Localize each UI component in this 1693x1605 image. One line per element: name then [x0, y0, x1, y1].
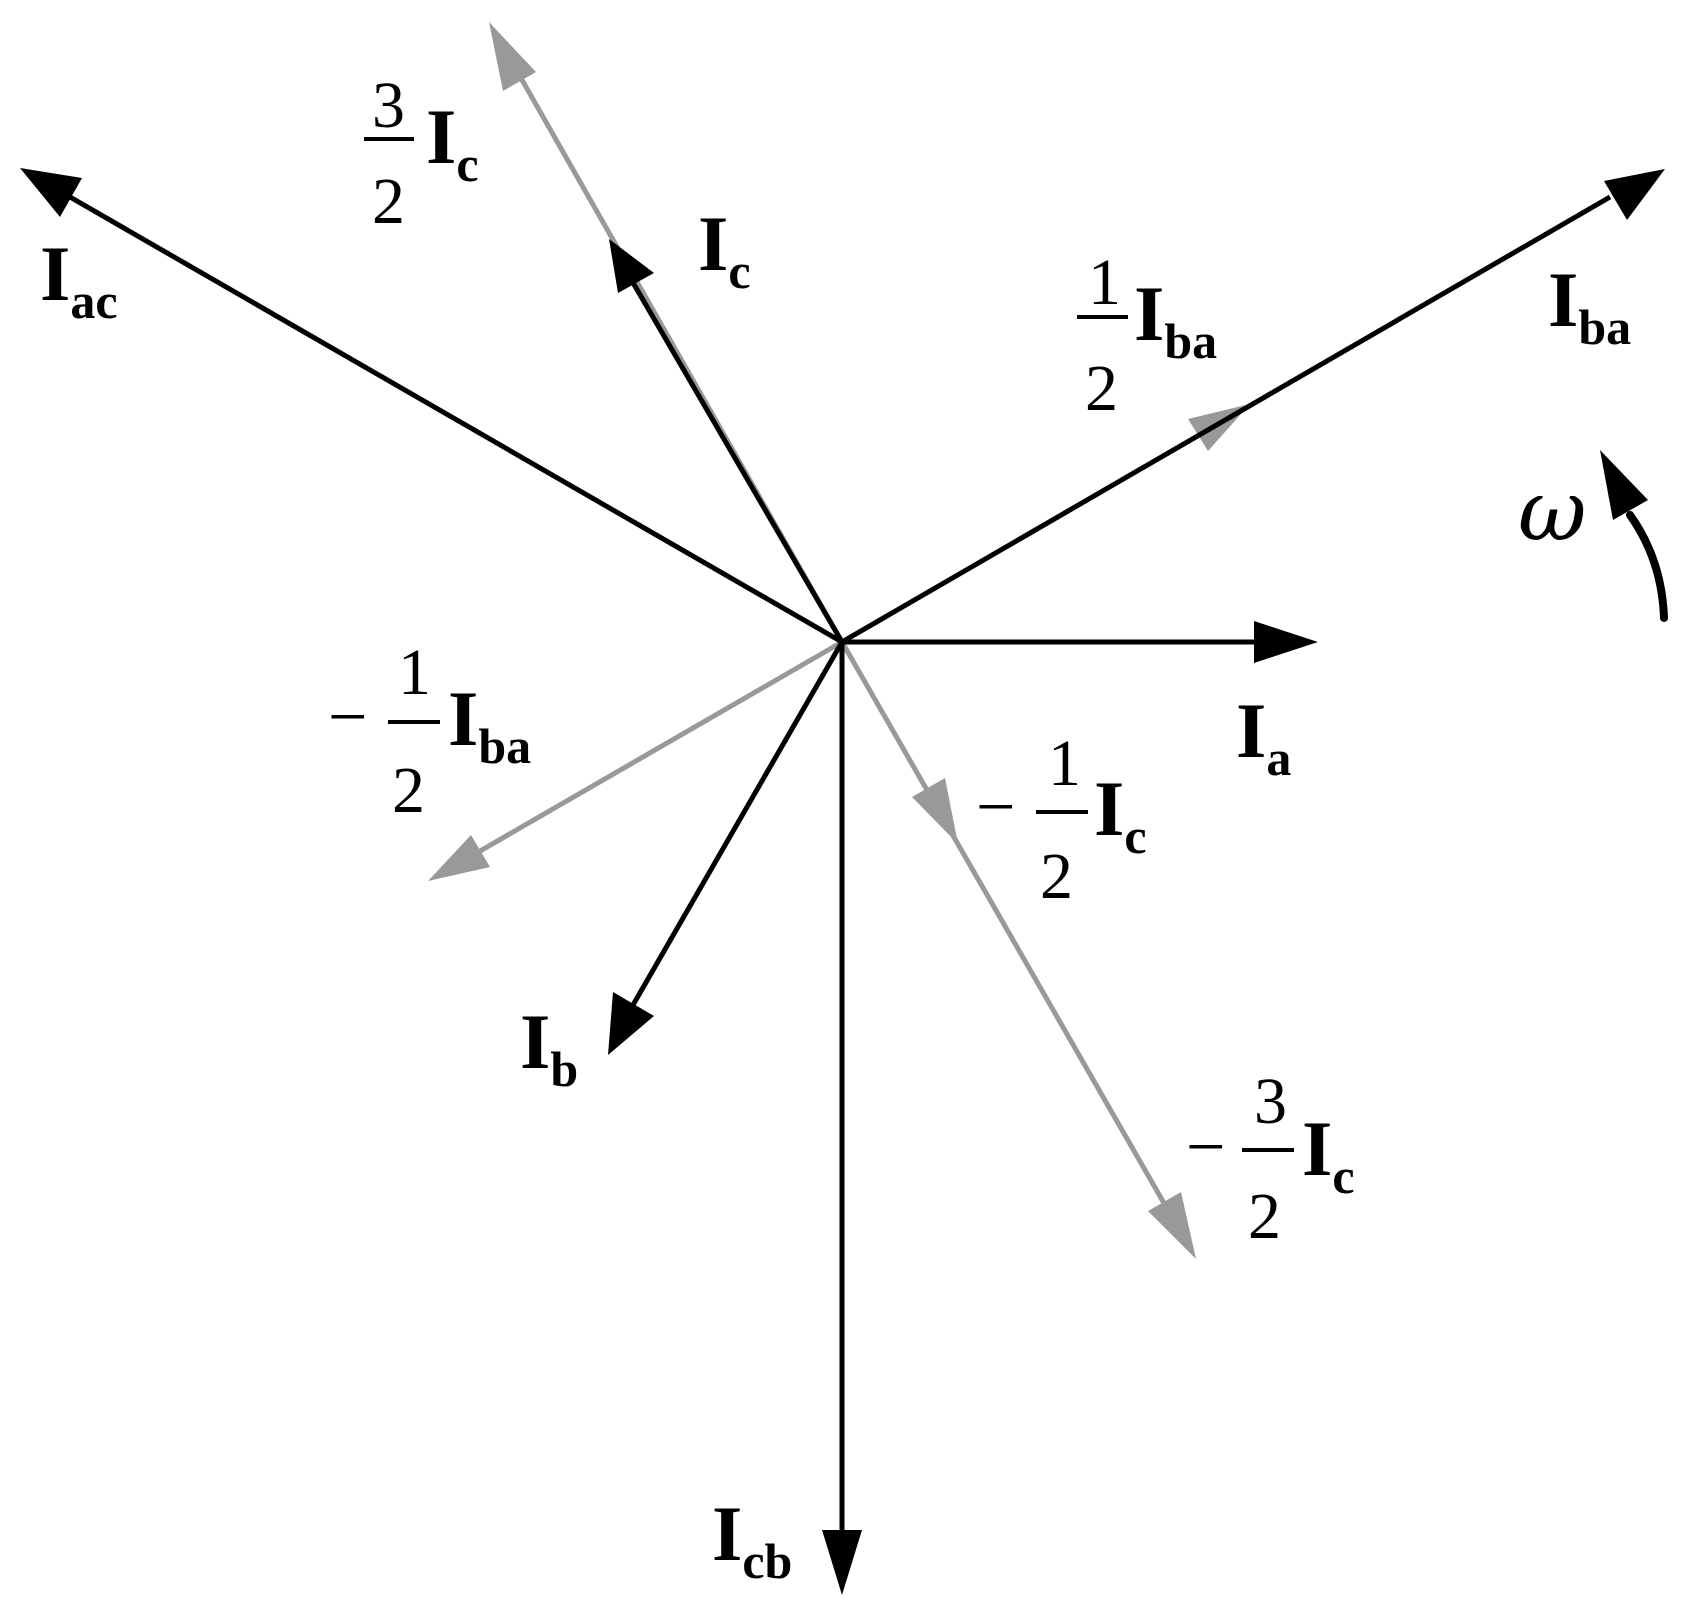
- half-iba-label: 1 2 Iba: [1077, 246, 1217, 425]
- svg-text:1: 1: [1088, 246, 1121, 319]
- neg-half-ic-label: − 1 2 Ic: [976, 727, 1147, 913]
- svg-text:Iba: Iba: [1134, 270, 1217, 369]
- iba-label: Iba: [1548, 256, 1631, 355]
- svg-text:Ic: Ic: [426, 93, 479, 192]
- neg-half-iba-arrowhead: [428, 835, 490, 881]
- svg-text:1: 1: [1048, 727, 1081, 800]
- neg-three-halves-ic-line: [839, 640, 1191, 1247]
- rotation-indicator: ω: [1518, 450, 1668, 622]
- svg-text:−: −: [1186, 1109, 1225, 1186]
- rotation-arc: [1626, 511, 1668, 622]
- component-labels: 3 2 Ic 1 2 Iba − 1 2 Iba: [328, 69, 1355, 1253]
- iac-line: [68, 194, 844, 645]
- svg-text:3: 3: [372, 69, 405, 142]
- neg-three-halves-ic-arrowhead: [1148, 1192, 1196, 1259]
- main-labels: Ia Ib Ic Iba Icb Iac: [40, 200, 1631, 1589]
- icb-arrowhead: [822, 1530, 862, 1595]
- neg-three-halves-ic-label: − 3 2 Ic: [1186, 1065, 1355, 1253]
- ic-arrowhead: [609, 239, 654, 293]
- svg-text:2: 2: [392, 754, 425, 827]
- iac-arrowhead: [20, 168, 82, 217]
- ia-label: Ia: [1236, 687, 1291, 786]
- svg-text:−: −: [328, 679, 367, 756]
- ic-label: Ic: [698, 200, 751, 299]
- iac-label: Iac: [40, 230, 118, 329]
- svg-text:2: 2: [1040, 840, 1073, 913]
- svg-text:1: 1: [398, 636, 431, 709]
- ib-line: [630, 640, 845, 1007]
- iba-line: [840, 194, 1612, 645]
- svg-text:2: 2: [1248, 1180, 1281, 1253]
- neg-half-ic-arrowhead: [912, 778, 958, 844]
- component-phasors: [428, 22, 1250, 1259]
- svg-text:Ic: Ic: [1302, 1105, 1355, 1204]
- svg-text:3: 3: [1254, 1065, 1287, 1138]
- three-halves-ic-arrowhead: [489, 22, 536, 91]
- svg-text:Iba: Iba: [448, 675, 531, 774]
- neg-half-iba-label: − 1 2 Iba: [328, 636, 531, 827]
- svg-text:Ic: Ic: [1094, 765, 1147, 864]
- iba-arrowhead: [1604, 169, 1665, 220]
- omega-symbol: ω: [1518, 462, 1587, 560]
- main-phasors: [20, 168, 1665, 1595]
- ib-arrowhead: [608, 992, 654, 1055]
- ic-line: [629, 279, 845, 644]
- svg-text:2: 2: [1085, 352, 1118, 425]
- ia-arrowhead: [1254, 621, 1318, 663]
- ib-label: Ib: [520, 998, 578, 1097]
- rotation-arrowhead: [1600, 450, 1648, 520]
- neg-half-iba-line: [440, 639, 844, 876]
- svg-text:2: 2: [372, 165, 405, 238]
- svg-text:−: −: [976, 769, 1015, 846]
- three-halves-ic-label: 3 2 Ic: [364, 69, 479, 238]
- icb-label: Icb: [712, 1490, 792, 1589]
